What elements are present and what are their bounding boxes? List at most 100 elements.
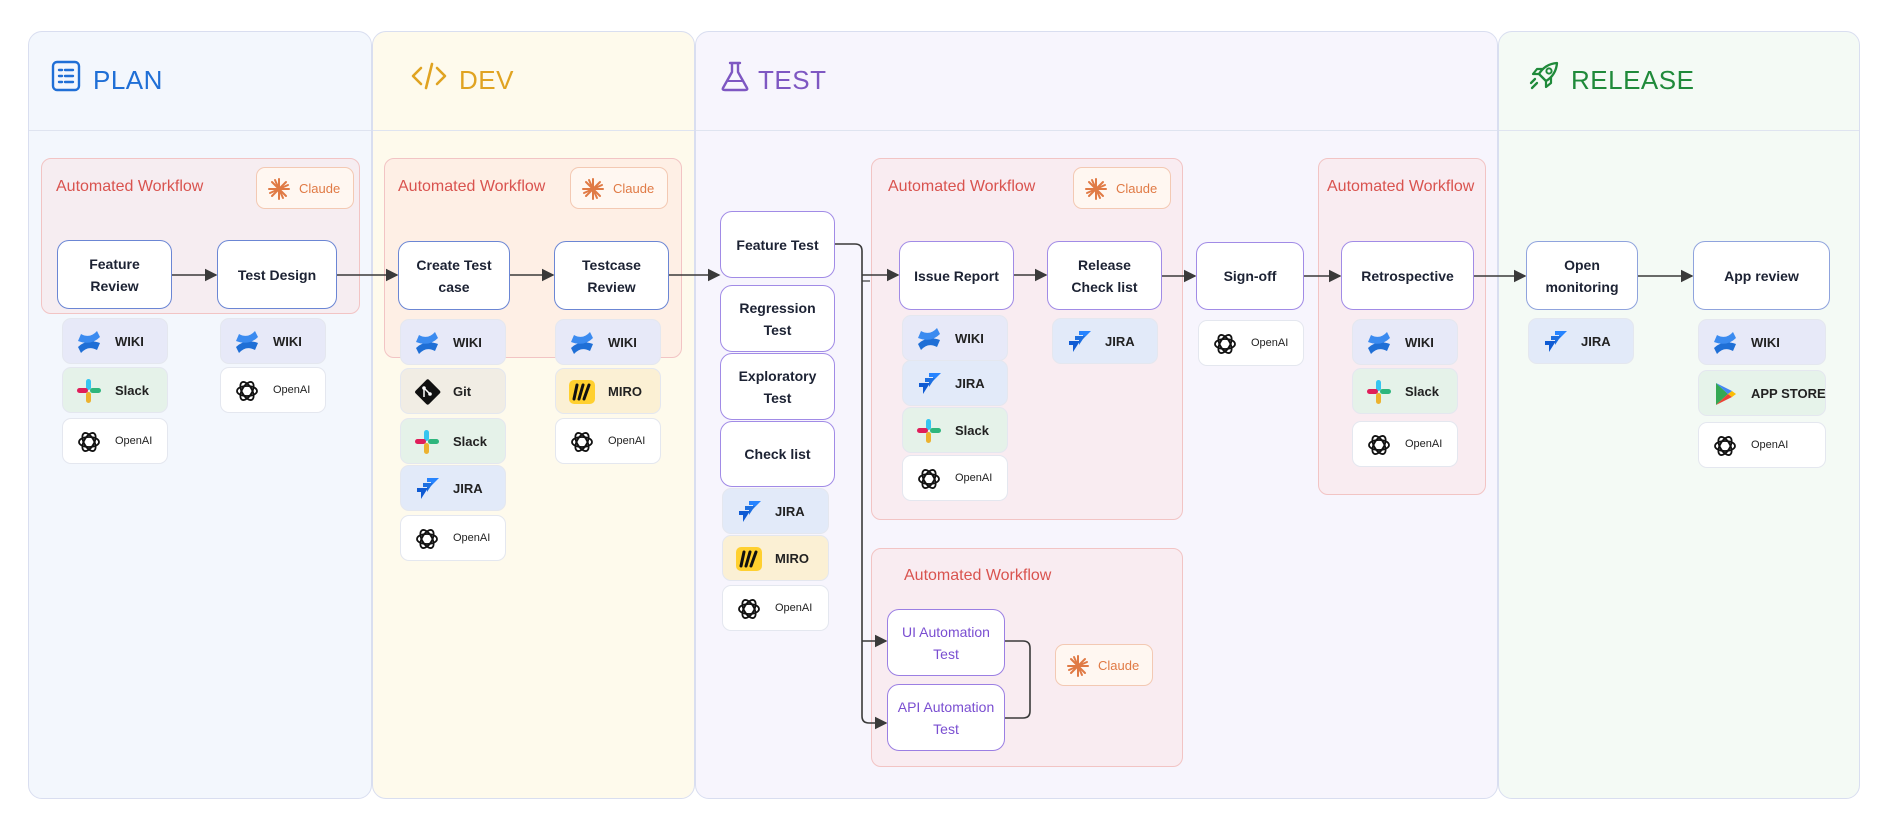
claude-label: Claude (299, 181, 341, 196)
openai-icon (738, 599, 760, 619)
openai-icon (1714, 436, 1736, 456)
openai-icon (571, 432, 593, 452)
node-test-design[interactable]: Test Design (217, 240, 337, 309)
lane-dev-title: DEV (459, 65, 514, 95)
tool-openai[interactable]: OpenAI (722, 585, 829, 631)
node-feature-review[interactable]: Feature Review (57, 240, 172, 309)
slack-icon (415, 430, 439, 454)
node-issue-report[interactable]: Issue Report (899, 241, 1014, 310)
code-icon (411, 62, 447, 90)
node-release-check-list[interactable]: Release Check list (1047, 241, 1162, 310)
tool-label: WIKI (453, 335, 482, 350)
tool-slack[interactable]: Slack (1352, 368, 1458, 414)
claude-icon (1085, 178, 1107, 200)
tool-wiki[interactable]: WIKI (400, 319, 506, 365)
node-open-monitoring[interactable]: Open monitoring (1526, 241, 1638, 310)
claude-label: Claude (613, 181, 655, 196)
tool-wiki[interactable]: WIKI (1698, 319, 1826, 365)
tool-label: Slack (955, 423, 989, 438)
tool-label: OpenAI (608, 435, 646, 447)
tool-slack[interactable]: Slack (62, 367, 168, 413)
openai-icon (918, 469, 940, 489)
jira-icon (919, 373, 941, 394)
tool-openai[interactable]: OpenAI (400, 515, 506, 561)
node-create-test-case[interactable]: Create Test case (398, 241, 510, 310)
slack-icon (1367, 380, 1391, 404)
tool-label: WIKI (1405, 335, 1434, 350)
node-exploratory-test[interactable]: Exploratory Test (720, 353, 835, 420)
claude-icon (268, 178, 290, 200)
claude-icon (1067, 655, 1089, 677)
confluence-icon (1714, 332, 1736, 354)
tool-label: OpenAI (955, 472, 993, 484)
tool-jira[interactable]: JIRA (1528, 318, 1634, 364)
openai-icon (236, 381, 258, 401)
tool-openai[interactable]: OpenAI (902, 455, 1008, 501)
tool-label: Slack (453, 434, 487, 449)
tool-jira[interactable]: JIRA (722, 488, 829, 534)
tool-slack[interactable]: Slack (902, 407, 1008, 453)
lane-release-title: RELEASE (1571, 65, 1695, 95)
flask-icon (721, 61, 749, 92)
node-api-automation-test[interactable]: API Automation Test (887, 684, 1005, 751)
tool-jira[interactable]: JIRA (1052, 318, 1158, 364)
jira-icon (1069, 331, 1091, 352)
openai-icon (416, 529, 438, 549)
tool-jira[interactable]: JIRA (400, 465, 506, 511)
lane-release-header: RELEASE (1499, 32, 1859, 131)
tool-wiki[interactable]: WIKI (555, 319, 661, 365)
tool-wiki[interactable]: WIKI (902, 315, 1008, 361)
openai-icon (1214, 334, 1236, 354)
node-testcase-review[interactable]: Testcase Review (554, 241, 669, 310)
claude-badge: Claude (1055, 644, 1153, 686)
claude-badge: Claude (1073, 167, 1171, 209)
node-feature-test[interactable]: Feature Test (720, 211, 835, 278)
lane-test-header: TEST (696, 32, 1497, 131)
tool-git[interactable]: Git (400, 368, 506, 414)
tool-wiki[interactable]: WIKI (220, 318, 326, 364)
tool-slack[interactable]: Slack (400, 418, 506, 464)
node-check-list[interactable]: Check list (720, 421, 835, 487)
tool-label: OpenAI (1251, 337, 1289, 349)
tool-label: Slack (115, 383, 149, 398)
openai-icon (78, 432, 100, 452)
tool-label: OpenAI (115, 435, 153, 447)
tool-app-store[interactable]: APP STORE (1698, 370, 1826, 416)
confluence-icon (416, 332, 438, 354)
lane-test-title: TEST (758, 65, 827, 95)
tool-wiki[interactable]: WIKI (1352, 319, 1458, 365)
tool-label: OpenAI (453, 532, 491, 544)
tool-label: Git (453, 384, 472, 399)
lane-dev-header: DEV (373, 32, 694, 131)
node-retrospective[interactable]: Retrospective (1341, 241, 1474, 310)
tool-openai[interactable]: OpenAI (1698, 422, 1826, 468)
tool-wiki[interactable]: WIKI (62, 318, 168, 364)
tool-miro[interactable]: MIRO (555, 368, 661, 414)
tool-label: Slack (1405, 384, 1439, 399)
tool-openai[interactable]: OpenAI (1198, 320, 1304, 366)
node-sign-off[interactable]: Sign-off (1196, 242, 1304, 310)
lane-plan: PLAN (28, 31, 372, 799)
lane-dev: DEV (372, 31, 695, 799)
slack-icon (77, 379, 101, 403)
tool-label: WIKI (608, 335, 637, 350)
tool-label: OpenAI (775, 602, 813, 614)
tool-openai[interactable]: OpenAI (555, 418, 661, 464)
workflow-title: Automated Workflow (904, 567, 1052, 584)
node-ui-automation-test[interactable]: UI Automation Test (887, 609, 1005, 676)
lane-plan-header: PLAN (29, 32, 371, 131)
tool-label: JIRA (775, 504, 805, 519)
workflow-title: Automated Workflow (888, 178, 1036, 195)
node-app-review[interactable]: App review (1693, 241, 1830, 310)
tool-jira[interactable]: JIRA (902, 360, 1008, 406)
tool-openai[interactable]: OpenAI (62, 418, 168, 464)
tool-openai[interactable]: OpenAI (1352, 421, 1458, 467)
tool-label: OpenAI (1751, 439, 1789, 451)
tool-label: OpenAI (273, 384, 311, 396)
tool-label: WIKI (1751, 335, 1780, 350)
tool-openai[interactable]: OpenAI (220, 367, 326, 413)
tool-miro[interactable]: MIRO (722, 535, 829, 581)
claude-icon (582, 178, 604, 200)
slack-icon (917, 419, 941, 443)
node-regression-test[interactable]: Regression Test (720, 285, 835, 352)
